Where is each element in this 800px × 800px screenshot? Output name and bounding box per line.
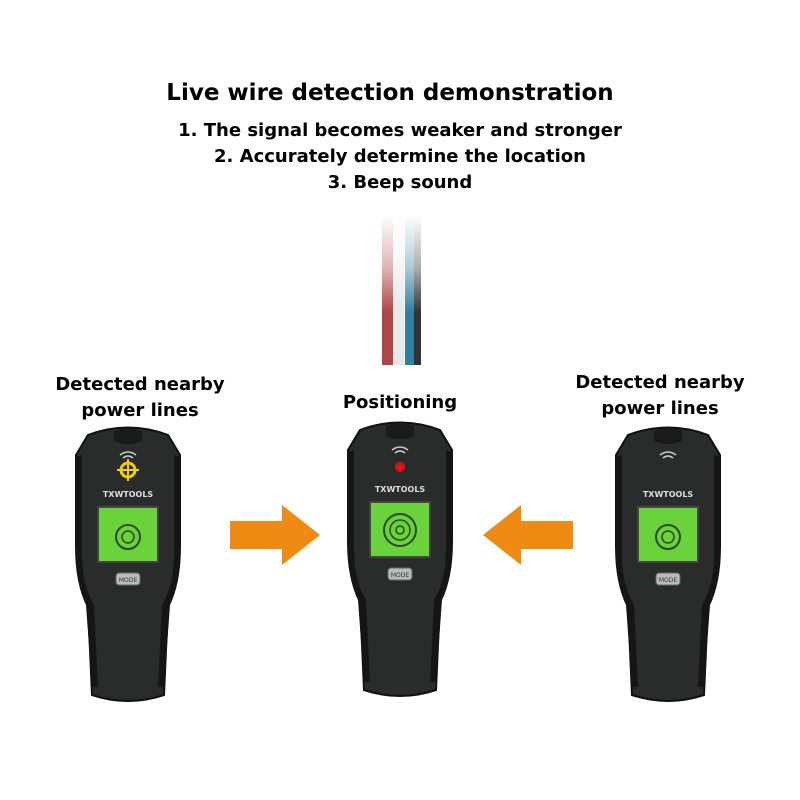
brand-logo: TXWTOOLS (643, 490, 694, 499)
mode-button (387, 567, 413, 581)
svg-text:MODE: MODE (391, 572, 410, 579)
mode-button (655, 572, 681, 586)
label-left: Detected nearby power lines (40, 372, 240, 424)
feature-item-2: 2. Accurately determine the location (214, 146, 586, 167)
feature-list: 1. The signal becomes weaker and stronge… (0, 118, 800, 196)
page-title: Live wire detection demonstration (166, 80, 614, 106)
wire-illustration (380, 215, 424, 365)
red-light-icon (395, 462, 405, 472)
lcd-screen (369, 501, 431, 558)
svg-text:MODE: MODE (119, 577, 138, 584)
brand-logo: TXWTOOLS (103, 490, 154, 499)
lcd-screen (97, 506, 159, 563)
crosshair-icon (117, 459, 139, 481)
mode-button (115, 572, 141, 586)
label-middle-line1: Positioning (342, 392, 458, 413)
label-left-line2: power lines (81, 400, 199, 421)
arrow-left-icon (483, 505, 573, 565)
label-middle: Positioning (320, 390, 480, 416)
arrow-right-icon (230, 505, 320, 565)
detector-device-left: TXWTOOLS MODE (75, 426, 181, 702)
brand-logo: TXWTOOLS (375, 485, 426, 494)
feature-item-1: 1. The signal becomes weaker and stronge… (178, 120, 622, 141)
label-right: Detected nearby power lines (560, 370, 760, 422)
lcd-screen (637, 506, 699, 563)
wifi-icon (659, 451, 677, 459)
feature-item-3: 3. Beep sound (327, 172, 473, 193)
wifi-icon (119, 451, 137, 459)
detector-device-right: TXWTOOLS MODE (615, 426, 721, 702)
label-left-line1: Detected nearby (55, 374, 225, 395)
label-right-line1: Detected nearby (575, 372, 745, 393)
label-right-line2: power lines (601, 398, 719, 419)
detector-device-middle: TXWTOOLS MODE (347, 421, 453, 697)
svg-text:MODE: MODE (659, 577, 678, 584)
wifi-icon (391, 446, 409, 454)
